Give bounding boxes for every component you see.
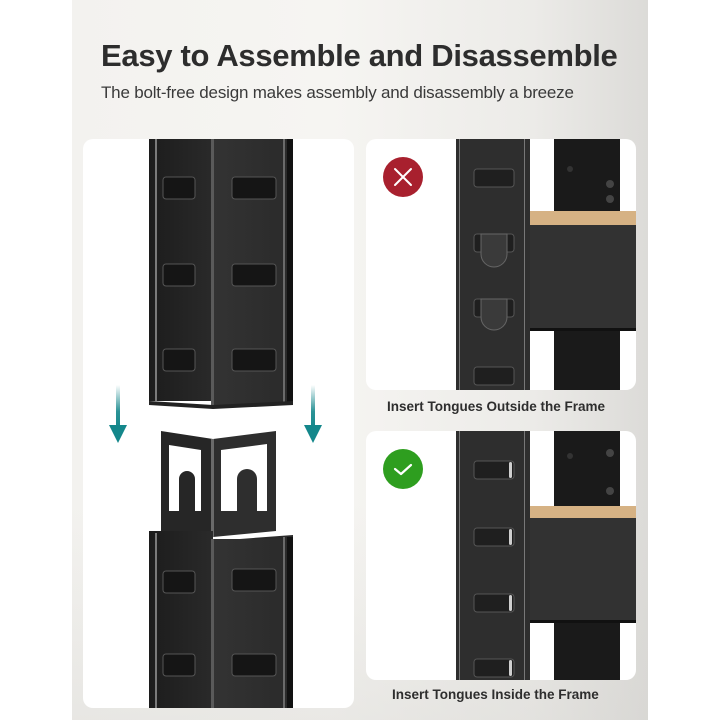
- connector-tongue: [161, 431, 276, 537]
- arrow-down-icon: [108, 385, 128, 445]
- incorrect-method-panel: [366, 139, 636, 390]
- tongues-outside-illustration: [456, 139, 636, 390]
- arrow-down-icon: [303, 385, 323, 445]
- page-subtitle: The bolt-free design makes assembly and …: [101, 83, 574, 102]
- check-icon: [393, 463, 413, 476]
- x-icon: [394, 168, 412, 186]
- upper-post: [149, 139, 293, 409]
- lower-post: [149, 531, 293, 708]
- caption-incorrect: Insert Tongues Outside the Frame: [387, 399, 606, 414]
- incorrect-badge: [383, 157, 423, 197]
- assembly-illustration-panel: [83, 139, 354, 708]
- page-title: Easy to Assemble and Disassemble: [101, 38, 618, 73]
- upright-post-illustration: [149, 139, 293, 708]
- tongues-inside-illustration: [456, 431, 636, 680]
- caption-correct: Insert Tongues Inside the Frame: [392, 687, 599, 702]
- correct-badge: [383, 449, 423, 489]
